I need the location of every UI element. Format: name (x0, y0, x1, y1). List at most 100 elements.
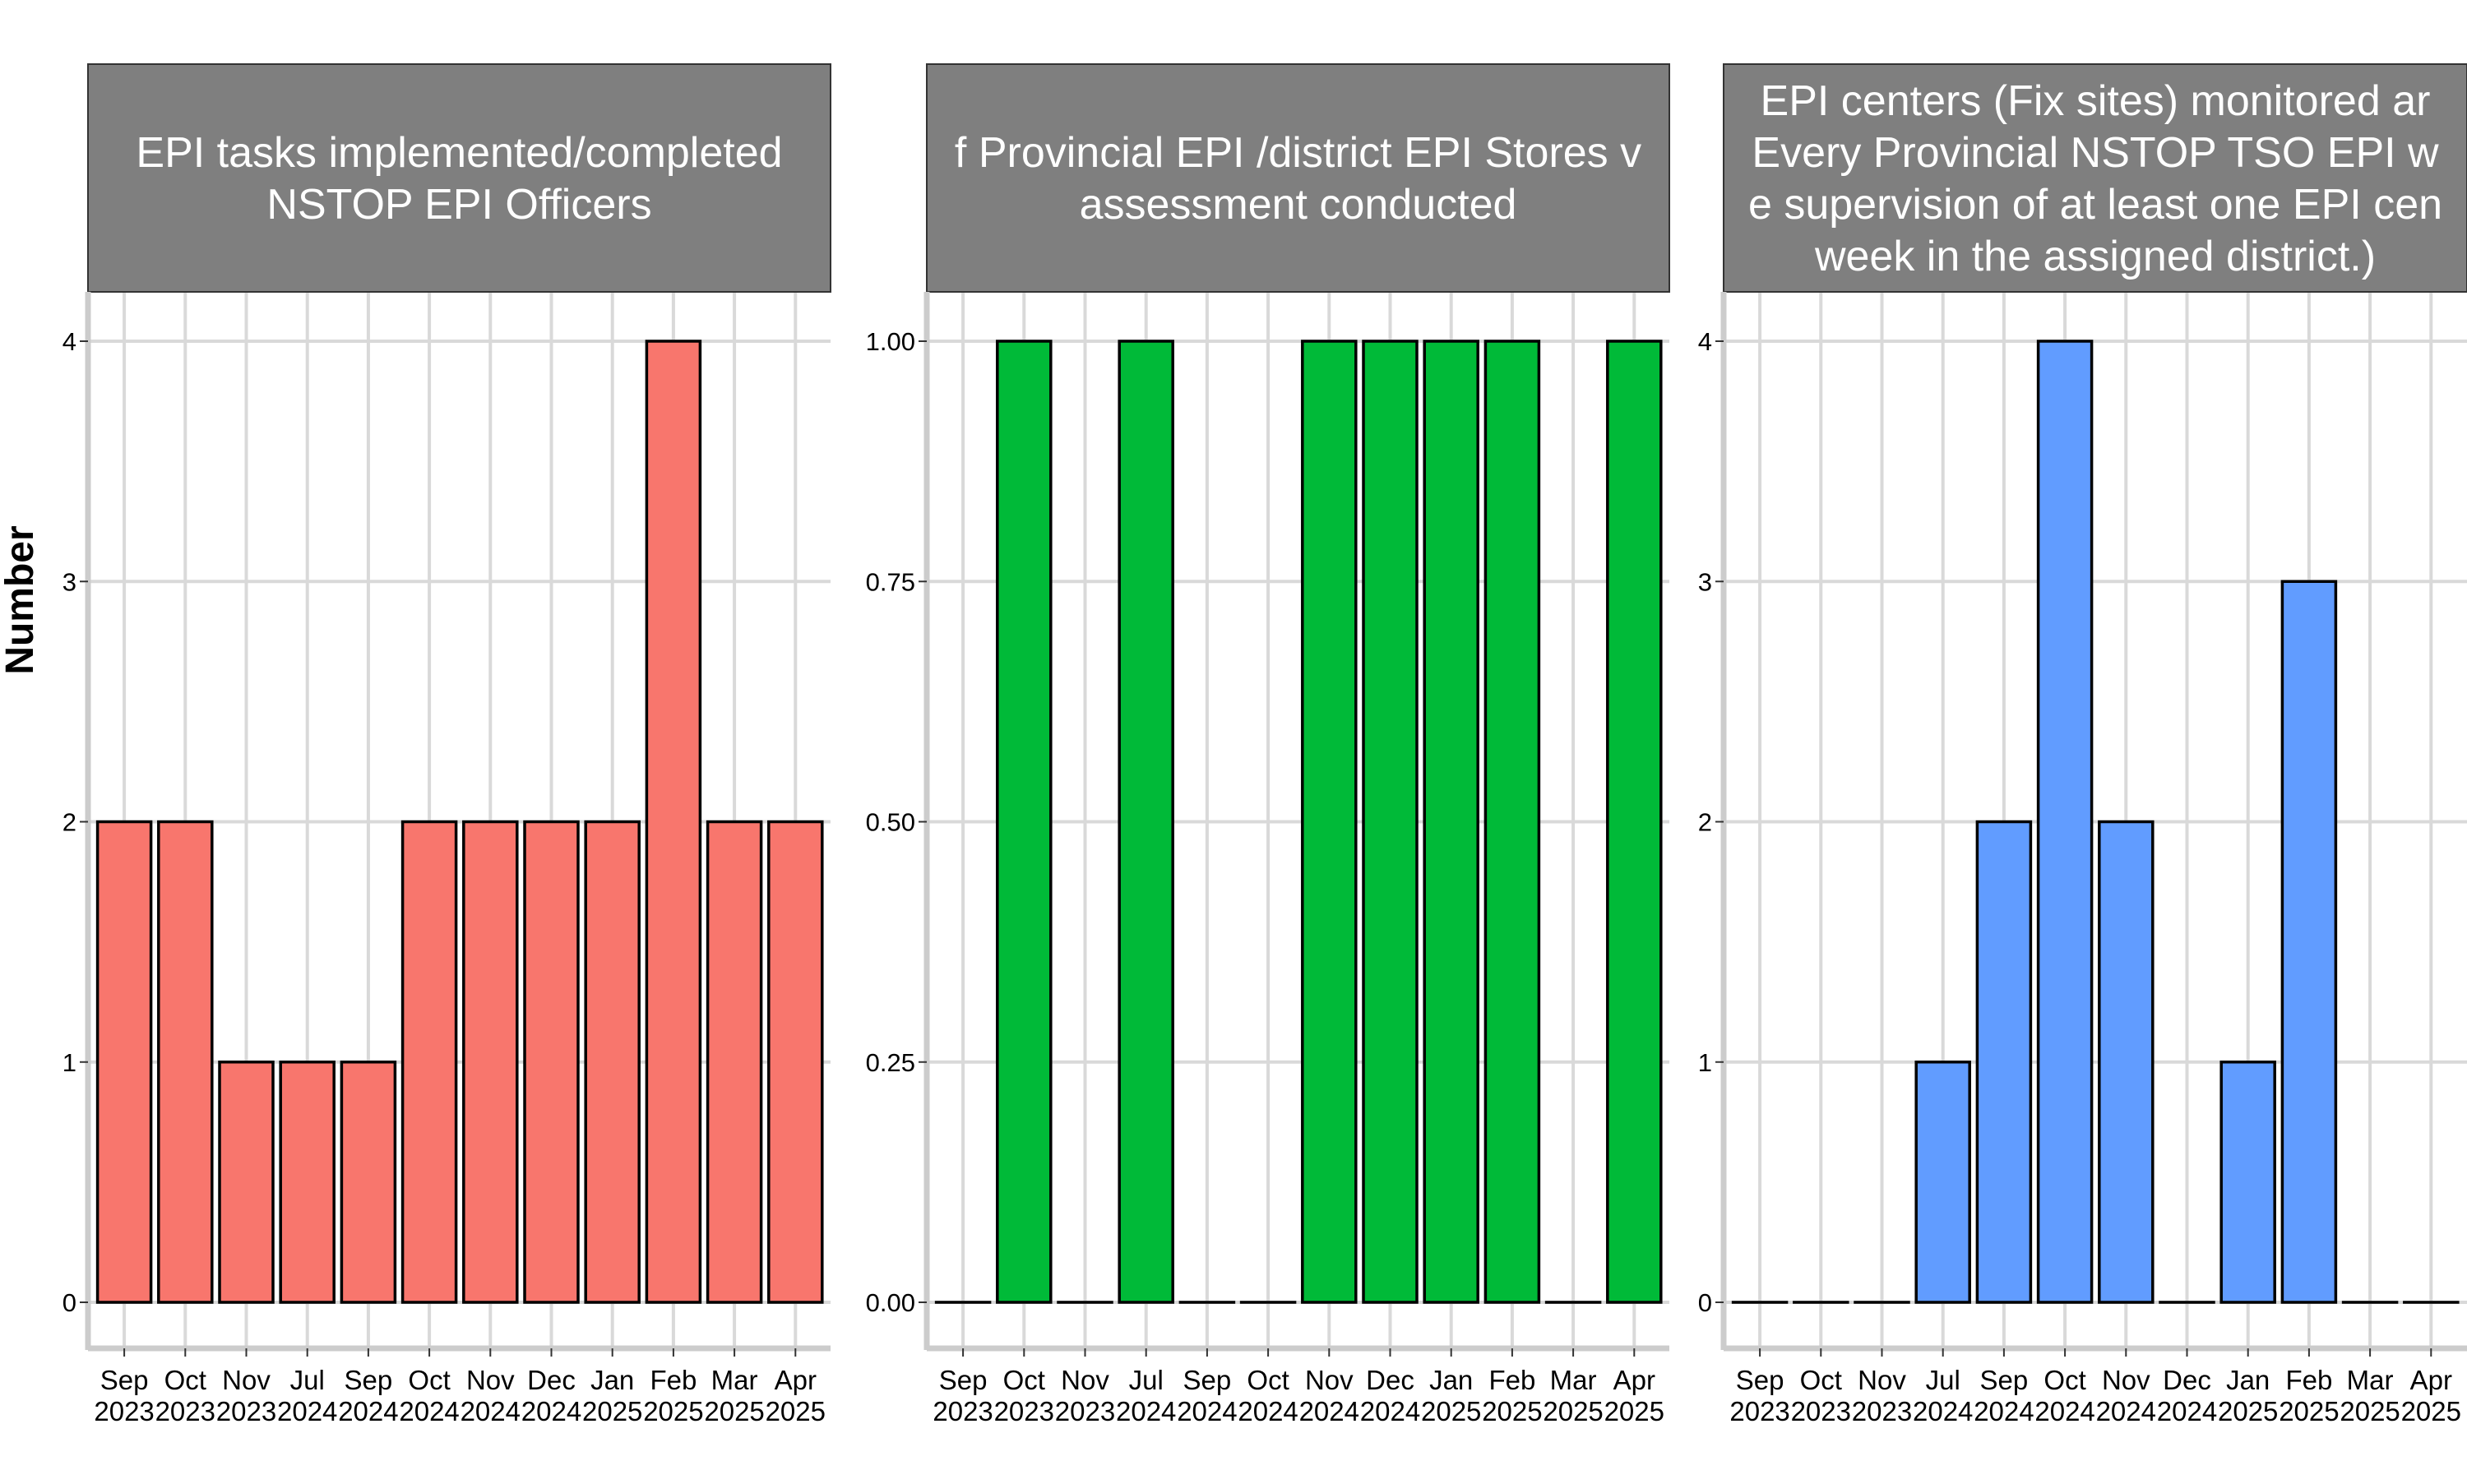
x-tick-label-part: 2024 (1913, 1396, 1973, 1426)
x-tick-label-part: 2025 (704, 1396, 764, 1426)
x-tick-label-part: 2023 (155, 1396, 215, 1426)
x-tick-label-part: 2024 (1238, 1396, 1298, 1426)
x-tick-label-part: Nov (222, 1365, 271, 1395)
x-tick-label-part: 2024 (1116, 1396, 1176, 1426)
bar-1-6 (403, 822, 456, 1303)
x-tick-label-part: 2025 (1604, 1396, 1664, 1426)
x-tick-label-part: 2024 (1299, 1396, 1359, 1426)
bar-1-1 (98, 822, 151, 1303)
x-tick-label-part: 2025 (2340, 1396, 2400, 1426)
x-tick-label-part: Sep (1183, 1365, 1232, 1395)
x-tick-label-part: Mar (711, 1365, 758, 1395)
x-tick-label-part: Apr (2410, 1365, 2452, 1395)
x-tick-label-part: Sep (1736, 1365, 1784, 1395)
bar-2-2 (997, 341, 1051, 1302)
x-tick-label-part: 2025 (2401, 1396, 2461, 1426)
x-tick-label-part: 2023 (933, 1396, 993, 1426)
x-tick-label-part: 2023 (1055, 1396, 1115, 1426)
x-tick-label-part: Apr (775, 1365, 817, 1395)
y-tick-label-2-1: 0.25 (866, 1048, 915, 1077)
x-tick-label-part: 2024 (399, 1396, 459, 1426)
x-tick-label-part: Nov (2102, 1365, 2150, 1395)
x-tick-label-part: 2023 (1852, 1396, 1912, 1426)
x-tick-label-part: Oct (1003, 1365, 1045, 1395)
bar-2-12 (1608, 341, 1661, 1302)
x-tick-label-part: 2023 (216, 1396, 276, 1426)
y-tick-label-1-3: 3 (62, 567, 76, 596)
bar-1-7 (464, 822, 517, 1303)
x-tick-label-part: Oct (408, 1365, 450, 1395)
bar-2-4 (1119, 341, 1173, 1302)
x-tick-label-part: Dec (527, 1365, 576, 1395)
x-tick-label-part: 2024 (2096, 1396, 2156, 1426)
x-tick-label-part: Jan (1429, 1365, 1473, 1395)
facet-title-1-line-2: NSTOP EPI Officers (266, 181, 651, 229)
x-tick-label-part: 2023 (1791, 1396, 1851, 1426)
x-tick-label-part: 2023 (94, 1396, 154, 1426)
bar-2-8 (1363, 341, 1417, 1302)
x-tick-label-part: 2024 (1177, 1396, 1237, 1426)
x-tick-label-part: Oct (1247, 1365, 1289, 1395)
y-tick-label-2-3: 0.75 (866, 567, 915, 596)
x-tick-label-part: Jul (1926, 1365, 1960, 1395)
x-tick-label-part: Sep (939, 1365, 988, 1395)
bar-1-12 (769, 822, 822, 1303)
x-tick-label-part: Nov (1858, 1365, 1906, 1395)
x-tick-label-part: 2024 (2034, 1396, 2094, 1426)
bar-3-9 (2221, 1062, 2275, 1302)
x-tick-label-part: 2024 (277, 1396, 337, 1426)
x-tick-label-part: Oct (2043, 1365, 2085, 1395)
x-tick-label-part: Feb (2285, 1365, 2332, 1395)
x-tick-label-part: 2025 (582, 1396, 642, 1426)
y-tick-label-1-4: 4 (62, 327, 76, 356)
x-tick-label-part: Apr (1613, 1365, 1655, 1395)
x-tick-label-part: Dec (1366, 1365, 1414, 1395)
x-tick-label-part: Dec (2163, 1365, 2211, 1395)
x-tick-label-part: Nov (1061, 1365, 1109, 1395)
x-tick-label-part: Jul (290, 1365, 325, 1395)
y-tick-label-3-1: 1 (1698, 1048, 1712, 1077)
x-tick-label-part: Sep (1980, 1365, 2029, 1395)
x-tick-label-part: 2023 (1729, 1396, 1789, 1426)
bar-1-10 (646, 341, 700, 1302)
x-tick-label-part: 2024 (521, 1396, 581, 1426)
bar-3-10 (2282, 581, 2335, 1302)
x-tick-label-part: Nov (1305, 1365, 1354, 1395)
facet-title-3-line-4: week in the assigned district.) (1814, 233, 2376, 280)
x-tick-label-part: Nov (466, 1365, 515, 1395)
bar-3-6 (2039, 341, 2092, 1302)
bar-1-9 (586, 822, 639, 1303)
x-tick-label-part: 2024 (1360, 1396, 1420, 1426)
bar-1-4 (280, 1062, 334, 1302)
bar-1-3 (220, 1062, 273, 1302)
y-tick-label-2-2: 0.50 (866, 808, 915, 837)
bar-2-10 (1485, 341, 1539, 1302)
facet-title-2-line-1: f Provincial EPI /district EPI Stores v (955, 129, 1641, 177)
x-tick-label-part: Jan (2226, 1365, 2270, 1395)
y-tick-label-1-2: 2 (62, 808, 76, 837)
x-tick-label-part: Mar (1550, 1365, 1597, 1395)
bar-1-11 (708, 822, 761, 1303)
